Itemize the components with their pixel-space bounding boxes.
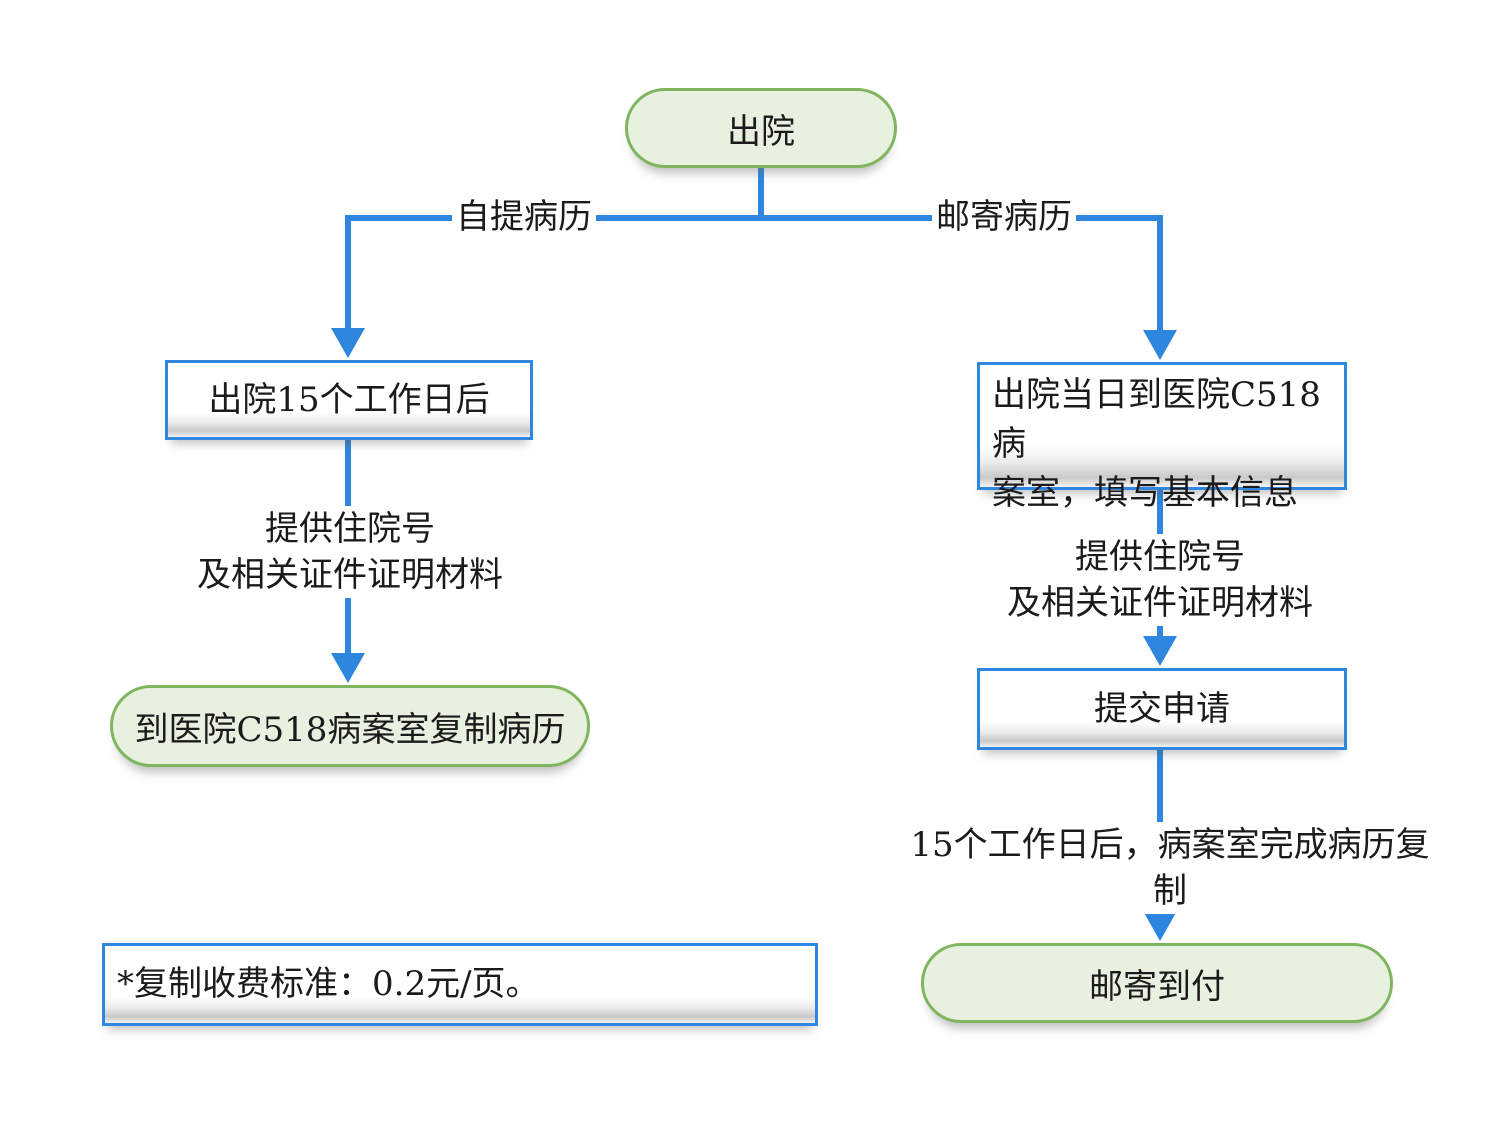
- node-right-step1-label: 出院当日到医院C518病 案室，填写基本信息: [992, 375, 1321, 513]
- branch-label-mail: 邮寄病历: [932, 194, 1076, 240]
- arrowhead-right-1: [1143, 330, 1177, 360]
- node-left-step1: 出院15个工作日后: [165, 360, 533, 440]
- arrowhead-right-2: [1143, 636, 1177, 666]
- node-start: 出院: [625, 88, 897, 168]
- branch-label-self-pickup: 自提病历: [452, 194, 596, 240]
- connector-trunk: [758, 166, 764, 218]
- note-text: *复制收费标准：0.2元/页。: [117, 964, 540, 1004]
- edge-label-right-documents: 提供住院号 及相关证件证明材料: [1000, 534, 1320, 626]
- node-right-end-label: 邮寄到付: [1089, 966, 1225, 1007]
- node-left-step1-label: 出院15个工作日后: [208, 379, 490, 420]
- connector-branch-horizontal: [345, 215, 1163, 221]
- arrowhead-left-1: [331, 328, 365, 358]
- node-left-end-label: 到医院C518病案室复制病历: [134, 709, 566, 750]
- node-right-step1: 出院当日到医院C518病 案室，填写基本信息: [977, 362, 1347, 513]
- node-left-end: 到医院C518病案室复制病历: [110, 685, 590, 767]
- node-start-label: 出院: [727, 111, 795, 152]
- note-box: *复制收费标准：0.2元/页。: [102, 943, 818, 1026]
- arrowhead-right-3: [1143, 911, 1177, 941]
- connector-left-1: [345, 218, 351, 333]
- node-right-end: 邮寄到付: [921, 943, 1393, 1023]
- edge-label-right-copy-complete: 15个工作日后，病案室完成病历复制: [902, 822, 1438, 914]
- edge-label-left-documents: 提供住院号 及相关证件证明材料: [190, 506, 510, 598]
- node-right-step2: 提交申请: [977, 668, 1347, 750]
- arrowhead-left-2: [331, 653, 365, 683]
- connector-right-1: [1157, 218, 1163, 334]
- node-right-step2-label: 提交申请: [1094, 688, 1230, 729]
